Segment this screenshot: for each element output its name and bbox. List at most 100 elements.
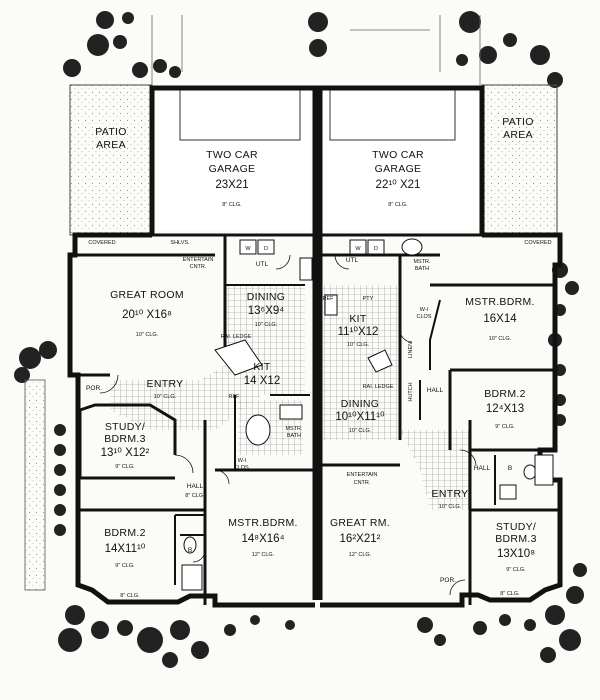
covered-left-label: COVERED — [88, 240, 115, 246]
walls — [67, 85, 563, 608]
bay-clg-right: 8" CLG. — [500, 591, 520, 597]
patio-right — [481, 84, 558, 236]
great-rm-right-clg: 12" CLG. — [349, 552, 372, 558]
door-swings — [99, 254, 477, 596]
porch-left-label: POR. — [86, 385, 102, 392]
utility-left-label: UTL — [256, 261, 269, 268]
garage-right-name2: GARAGE — [375, 163, 422, 175]
bdrm2-right-name: BDRM.2 — [484, 388, 525, 400]
washer-right: W — [355, 246, 361, 252]
dining-right-clg: 10" CLG. — [349, 428, 372, 434]
ref-right-label: REF — [323, 296, 335, 302]
study-right-name2: BDRM.3 — [495, 533, 536, 545]
bay-clg-left: 8" CLG. — [120, 593, 140, 599]
entry-left-clg: 10" CLG. — [154, 394, 177, 400]
washer-left: W — [245, 246, 251, 252]
study-left-size: 13¹⁰ X12² — [101, 447, 150, 459]
bdrm2-right-size: 12⁴X13 — [486, 403, 524, 415]
hutch-label: HUTCH — [408, 382, 414, 401]
walkin-closet-right: W-I — [420, 307, 429, 313]
ref-left-label: REF — [229, 394, 241, 400]
study-left-clg: 9" CLG. — [115, 464, 135, 470]
walkin-closet-left2: CLOS. — [234, 465, 251, 471]
garage-left-name: TWO CAR — [206, 149, 258, 161]
study-right-size: 13X10⁸ — [497, 548, 535, 560]
shelves-label: SHLVS. — [170, 240, 190, 246]
garage-right-name: TWO CAR — [372, 149, 424, 161]
mstr-left-size: 14⁸X16⁴ — [241, 533, 284, 545]
dryer-left: D — [264, 246, 268, 252]
study-left-name2: BDRM.3 — [104, 433, 145, 445]
dining-right-size: 10¹⁰X11¹⁰ — [335, 411, 385, 423]
mstr-left-name: MSTR.BDRM. — [228, 517, 298, 529]
dining-left-size: 13⁶X9⁴ — [248, 305, 285, 317]
bdrm2-left-name: BDRM.2 — [104, 527, 145, 539]
annotation-labels: COVERED COVERED SHLVS. ENTERTAIN CNTR. E… — [86, 240, 552, 599]
mstr-right-clg: 10" CLG. — [489, 336, 512, 342]
garage-left-size: 23X21 — [215, 179, 248, 191]
walkin-closet-left: W-I — [238, 458, 247, 464]
mstr-right-name: MSTR.BDRM. — [465, 296, 535, 308]
patio-left-name2: AREA — [96, 139, 126, 151]
entertain-left-label2: CNTR. — [190, 264, 207, 270]
entry-left-name: ENTRY — [147, 378, 184, 390]
room-labels: PATIO AREA PATIO AREA TWO CAR GARAGE 23X… — [95, 116, 536, 573]
entertain-right-label2: CNTR. — [354, 480, 371, 486]
kit-left-name: KIT — [253, 361, 271, 373]
study-right-name: STUDY/ — [496, 521, 536, 533]
entertain-left-label: ENTERTAIN — [183, 257, 214, 263]
dining-left-name: DINING — [247, 291, 286, 303]
fixtures — [181, 238, 554, 591]
bdrm2-left-clg: 9" CLG. — [115, 563, 135, 569]
master-bath-left2: BATH — [287, 433, 301, 439]
utility-right-label: UTL — [346, 257, 359, 264]
entertain-right-label: ENTERTAIN — [347, 472, 378, 478]
garage-left-name2: GARAGE — [209, 163, 256, 175]
raised-ledge-left: RAI. LEDGE — [221, 334, 252, 340]
patio-right-name2: AREA — [503, 129, 533, 141]
great-rm-right-size: 16²X21² — [340, 533, 381, 545]
kit-right-name: KIT — [349, 313, 367, 325]
raised-ledge-right: RAI. LEDGE — [363, 384, 394, 390]
master-bath-left: MSTR. — [285, 426, 303, 432]
hall-left-name: HALL — [187, 483, 204, 490]
study-right-clg: 9" CLG. — [506, 567, 526, 573]
mstr-left-clg: 12" CLG. — [252, 552, 275, 558]
great-room-clg: 10" CLG. — [136, 332, 159, 338]
kit-right-clg: 10" CLG. — [347, 342, 370, 348]
landscaping — [14, 11, 587, 668]
mstr-right-size: 16X14 — [483, 313, 517, 325]
dining-right-name: DINING — [341, 398, 380, 410]
entry-right-clg: 10" CLG. — [439, 504, 462, 510]
entry-right-name: ENTRY — [432, 488, 469, 500]
walkin-closet-right2: CLOS — [417, 314, 432, 320]
garage-right-size: 22¹⁰ X21 — [376, 179, 421, 191]
great-room-size: 20¹⁰ X16⁸ — [122, 309, 172, 321]
linen-label: LINEN — [408, 342, 414, 358]
bdrm2-left-size: 14X11¹⁰ — [105, 543, 146, 555]
hall-left-clg: 8" CLG. — [185, 493, 205, 499]
dryer-right: D — [374, 246, 378, 252]
bath-left-label: B — [188, 547, 192, 554]
patio-left-name: PATIO — [95, 126, 126, 138]
dining-left-clg: 10" CLG. — [255, 322, 278, 328]
great-rm-right-name: GREAT RM. — [330, 517, 390, 529]
great-room-name: GREAT ROOM — [110, 289, 184, 301]
kit-left-size: 14 X12 — [244, 375, 280, 387]
kit-right-size: 11¹⁰X12 — [338, 326, 379, 338]
patio-left — [69, 84, 153, 236]
hall-right-name: HALL — [427, 387, 444, 394]
hall-right2-name: HALL — [474, 465, 491, 472]
master-bath-right: MSTR. — [413, 259, 431, 265]
master-bath-right2: BATH — [415, 266, 429, 272]
patio-right-name: PATIO — [502, 116, 533, 128]
bath-right-label: B — [508, 465, 512, 472]
covered-right-label: COVERED — [524, 240, 551, 246]
garage-left-clg: 8" CLG. — [222, 202, 242, 208]
porch-right-label: POR. — [440, 577, 456, 584]
bdrm2-right-clg: 9" CLG. — [495, 424, 515, 430]
pantry-right-label: PTY — [363, 296, 374, 302]
garage-right-clg: 8" CLG. — [388, 202, 408, 208]
